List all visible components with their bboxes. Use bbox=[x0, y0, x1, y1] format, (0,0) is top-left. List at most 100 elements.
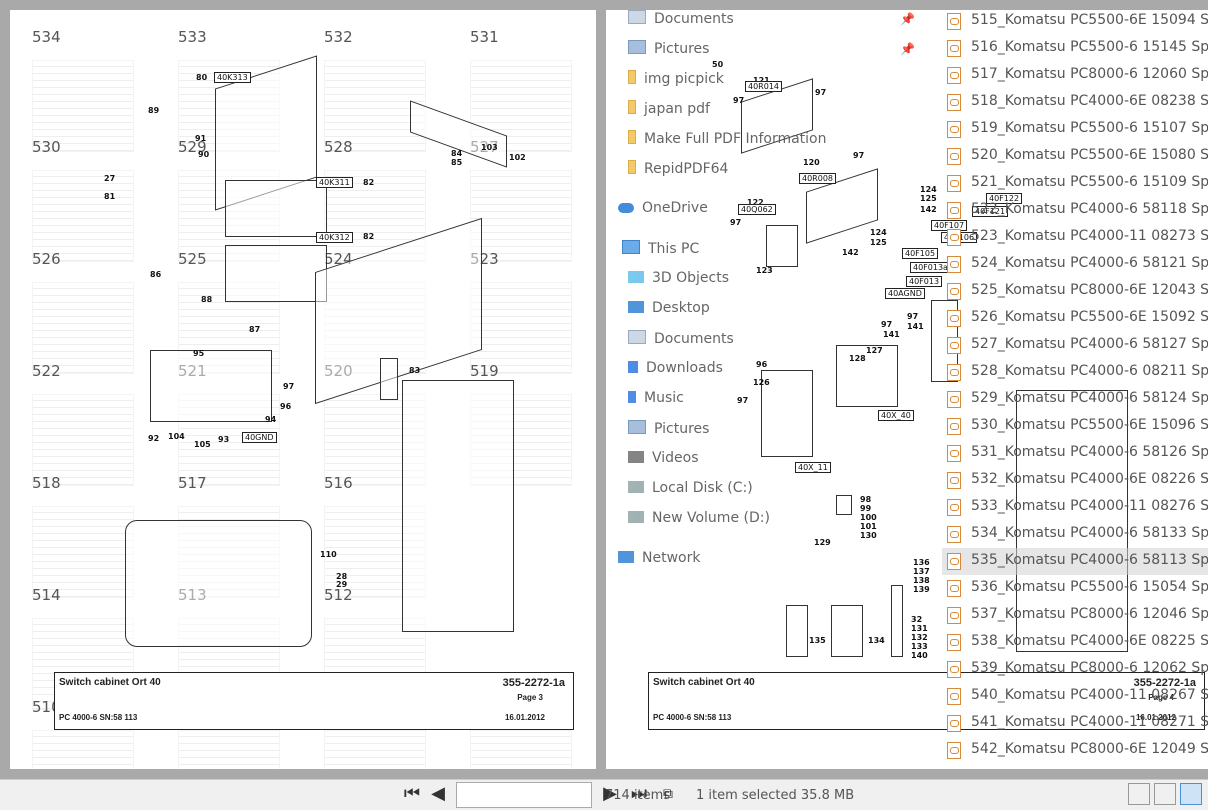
nav-item[interactable]: This PC bbox=[622, 240, 699, 257]
nav-item[interactable]: Documents bbox=[628, 330, 734, 347]
part-callout: 96 bbox=[280, 402, 292, 411]
nav-item[interactable]: Documents bbox=[628, 10, 734, 27]
page-number-input[interactable] bbox=[456, 782, 592, 808]
nav-item[interactable]: img picpick bbox=[628, 70, 724, 87]
part-callout: 86 bbox=[150, 270, 162, 279]
3d-objects-icon bbox=[628, 271, 644, 283]
nav-item[interactable]: Downloads bbox=[628, 360, 723, 376]
wire-134 bbox=[831, 605, 863, 657]
prev-page-button[interactable]: ◀ bbox=[431, 783, 445, 804]
nav-item-label: Videos bbox=[652, 450, 699, 466]
last-page-button[interactable]: ⏭ bbox=[630, 783, 648, 804]
nav-item[interactable]: 3D Objects bbox=[628, 270, 729, 286]
file-row[interactable]: 525_Komatsu PC8000-6E 12043 Spar bbox=[942, 278, 1208, 305]
part-callout: 135 bbox=[809, 636, 826, 645]
file-row[interactable]: 523_Komatsu PC4000-11 08273 Spar bbox=[942, 224, 1208, 251]
component-tag: 40R008 bbox=[799, 173, 837, 184]
pdf-file-icon bbox=[947, 94, 961, 111]
folder-icon bbox=[628, 70, 636, 84]
file-row[interactable]: 538_Komatsu PC4000-6E 08225 Spar bbox=[942, 629, 1208, 656]
switch-cabinet-ghost bbox=[1016, 390, 1128, 652]
documents-icon bbox=[628, 330, 646, 344]
file-name: 539_Komatsu PC8000-6 12062 Spare bbox=[971, 660, 1208, 676]
nav-item-label: New Volume (D:) bbox=[652, 510, 770, 526]
file-name: 537_Komatsu PC8000-6 12046 Spare bbox=[971, 606, 1208, 622]
file-row[interactable]: 542_Komatsu PC8000-6E 12049 Spar bbox=[942, 737, 1208, 764]
file-row[interactable]: 515_Komatsu PC5500-6E 15094 Spare bbox=[942, 8, 1208, 35]
part-callout: 110 bbox=[320, 550, 337, 559]
part-98 bbox=[836, 495, 852, 515]
pin-icon[interactable]: 📌 bbox=[900, 12, 915, 26]
file-row[interactable]: 519_Komatsu PC5500-6 15107 Spare bbox=[942, 116, 1208, 143]
nav-item-label: japan pdf bbox=[644, 101, 710, 117]
pdf-file-icon bbox=[947, 337, 961, 354]
file-row[interactable]: 535_Komatsu PC4000-6 58113 Spare bbox=[942, 548, 1208, 575]
component-tag: 40F013 bbox=[906, 276, 943, 287]
file-row[interactable]: 528_Komatsu PC4000-6 08211 Spare bbox=[942, 359, 1208, 386]
continuous-view-icon[interactable] bbox=[1154, 783, 1176, 805]
file-row[interactable]: 521_Komatsu PC5500-6 15109 Spare bbox=[942, 170, 1208, 197]
file-row[interactable]: 534_Komatsu PC4000-6 58133 Spare bbox=[942, 521, 1208, 548]
component-tag: 40R014 bbox=[745, 81, 783, 92]
part-callout: 134 bbox=[868, 636, 885, 645]
nav-item[interactable]: Make Full PDF Information bbox=[628, 130, 827, 147]
file-row[interactable]: 524_Komatsu PC4000-6 58121 Spare bbox=[942, 251, 1208, 278]
single-page-view-icon[interactable] bbox=[1128, 783, 1150, 805]
part-callout: 97 bbox=[283, 382, 295, 391]
file-row[interactable]: 531_Komatsu PC4000-6 58126 Spare bbox=[942, 440, 1208, 467]
file-row[interactable]: 527_Komatsu PC4000-6 58127 Spare bbox=[942, 332, 1208, 359]
file-row[interactable]: 520_Komatsu PC5500-6E 15080 Spare bbox=[942, 143, 1208, 170]
file-row[interactable]: 537_Komatsu PC8000-6 12046 Spare bbox=[942, 602, 1208, 629]
nav-item[interactable]: Local Disk (C:) bbox=[628, 480, 753, 496]
drawing-title: Switch cabinet Ort 40 bbox=[59, 677, 161, 688]
nav-item[interactable]: Network bbox=[618, 550, 700, 566]
pdf-file-icon bbox=[947, 67, 961, 84]
part-callout: 92 bbox=[148, 434, 160, 443]
file-name: 520_Komatsu PC5500-6E 15080 Spare bbox=[971, 147, 1208, 163]
pdf-file-icon bbox=[947, 202, 961, 219]
copy-icon[interactable]: ⧉ bbox=[663, 786, 673, 802]
thumbnail-page-number: 518 bbox=[32, 474, 61, 492]
file-row[interactable]: 541_Komatsu PC4000-11 08271 Spar bbox=[942, 710, 1208, 737]
nav-item[interactable]: OneDrive bbox=[618, 200, 708, 216]
file-row[interactable]: 517_Komatsu PC8000-6 12060 Spare bbox=[942, 62, 1208, 89]
two-page-view-icon[interactable] bbox=[1180, 783, 1202, 805]
pdf-file-icon bbox=[947, 229, 961, 246]
page-thumbnail bbox=[324, 60, 426, 152]
file-name: 526_Komatsu PC5500-6E 15092 Spar bbox=[971, 309, 1208, 325]
file-row[interactable]: 532_Komatsu PC4000-6E 08226 Spar bbox=[942, 467, 1208, 494]
wire-135 bbox=[786, 605, 808, 657]
file-row[interactable]: 529_Komatsu PC4000-6 58124 Spare bbox=[942, 386, 1208, 413]
nav-item[interactable]: Pictures bbox=[628, 420, 709, 437]
part-callout: 105 bbox=[194, 440, 211, 449]
nav-item[interactable]: Pictures bbox=[628, 40, 709, 57]
file-row[interactable]: 526_Komatsu PC5500-6E 15092 Spar bbox=[942, 305, 1208, 332]
file-row[interactable]: 533_Komatsu PC4000-11 08276 Spar bbox=[942, 494, 1208, 521]
next-page-button[interactable]: ▶ bbox=[603, 783, 617, 804]
file-row[interactable]: 536_Komatsu PC5500-6 15054 Spare bbox=[942, 575, 1208, 602]
file-name: 516_Komatsu PC5500-6 15145 Spare bbox=[971, 39, 1208, 55]
pdf-viewer[interactable]: 5345335325315305295285275265255245235225… bbox=[0, 0, 1208, 779]
pin-icon[interactable]: 📌 bbox=[900, 42, 915, 56]
file-name: 538_Komatsu PC4000-6E 08225 Spar bbox=[971, 633, 1208, 649]
file-row[interactable]: 516_Komatsu PC5500-6 15145 Spare bbox=[942, 35, 1208, 62]
nav-item[interactable]: New Volume (D:) bbox=[628, 510, 770, 526]
page-thumbnail bbox=[32, 282, 134, 374]
file-row[interactable]: 522_Komatsu PC4000-6 58118 Spare bbox=[942, 197, 1208, 224]
file-row[interactable]: 518_Komatsu PC4000-6E 08238 Spar bbox=[942, 89, 1208, 116]
nav-item[interactable]: japan pdf bbox=[628, 100, 710, 117]
file-row[interactable]: 539_Komatsu PC8000-6 12062 Spare bbox=[942, 656, 1208, 683]
nav-item[interactable]: Music bbox=[628, 390, 684, 406]
first-page-button[interactable]: ⏮ bbox=[403, 783, 421, 804]
part-callout: 100 bbox=[860, 513, 877, 522]
nav-item[interactable]: Videos bbox=[628, 450, 699, 466]
page-thumbnail bbox=[32, 170, 134, 262]
part-callout: 130 bbox=[860, 531, 877, 540]
file-row[interactable]: 530_Komatsu PC5500-6E 15096 Spar bbox=[942, 413, 1208, 440]
file-row[interactable]: 540_Komatsu PC4000-11 08267 Spar bbox=[942, 683, 1208, 710]
nav-item[interactable]: RepidPDF64 bbox=[628, 160, 728, 177]
nav-item[interactable]: Desktop bbox=[628, 300, 710, 316]
part-callout: 29 bbox=[336, 580, 348, 589]
part-callout: 98 bbox=[860, 495, 872, 504]
part-callout: 97 bbox=[815, 88, 827, 97]
